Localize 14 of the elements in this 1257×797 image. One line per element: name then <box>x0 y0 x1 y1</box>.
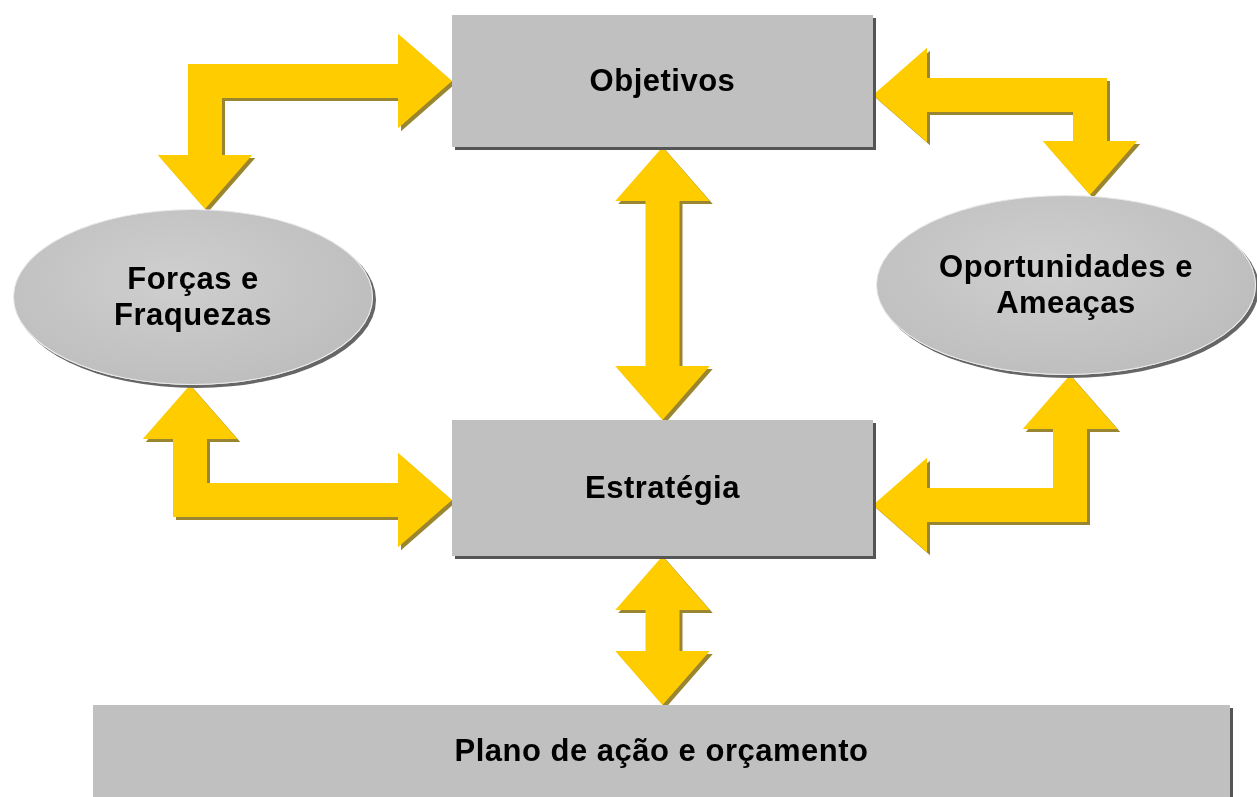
node-label: Oportunidades e Ameaças <box>938 249 1194 321</box>
node-label: Estratégia <box>585 470 740 506</box>
block-arrow <box>614 147 711 420</box>
block-arrow <box>614 556 711 705</box>
node-label: Forças e Fraquezas <box>113 261 273 333</box>
process-box <box>93 705 1230 797</box>
block-arrow <box>873 47 1138 195</box>
node-label: Plano de ação e orçamento <box>454 733 869 769</box>
block-arrow <box>142 385 452 548</box>
process-box <box>452 420 873 556</box>
node-label: Objetivos <box>589 63 736 99</box>
block-arrow <box>157 33 452 209</box>
block-arrow <box>873 375 1118 553</box>
process-box <box>452 15 873 147</box>
